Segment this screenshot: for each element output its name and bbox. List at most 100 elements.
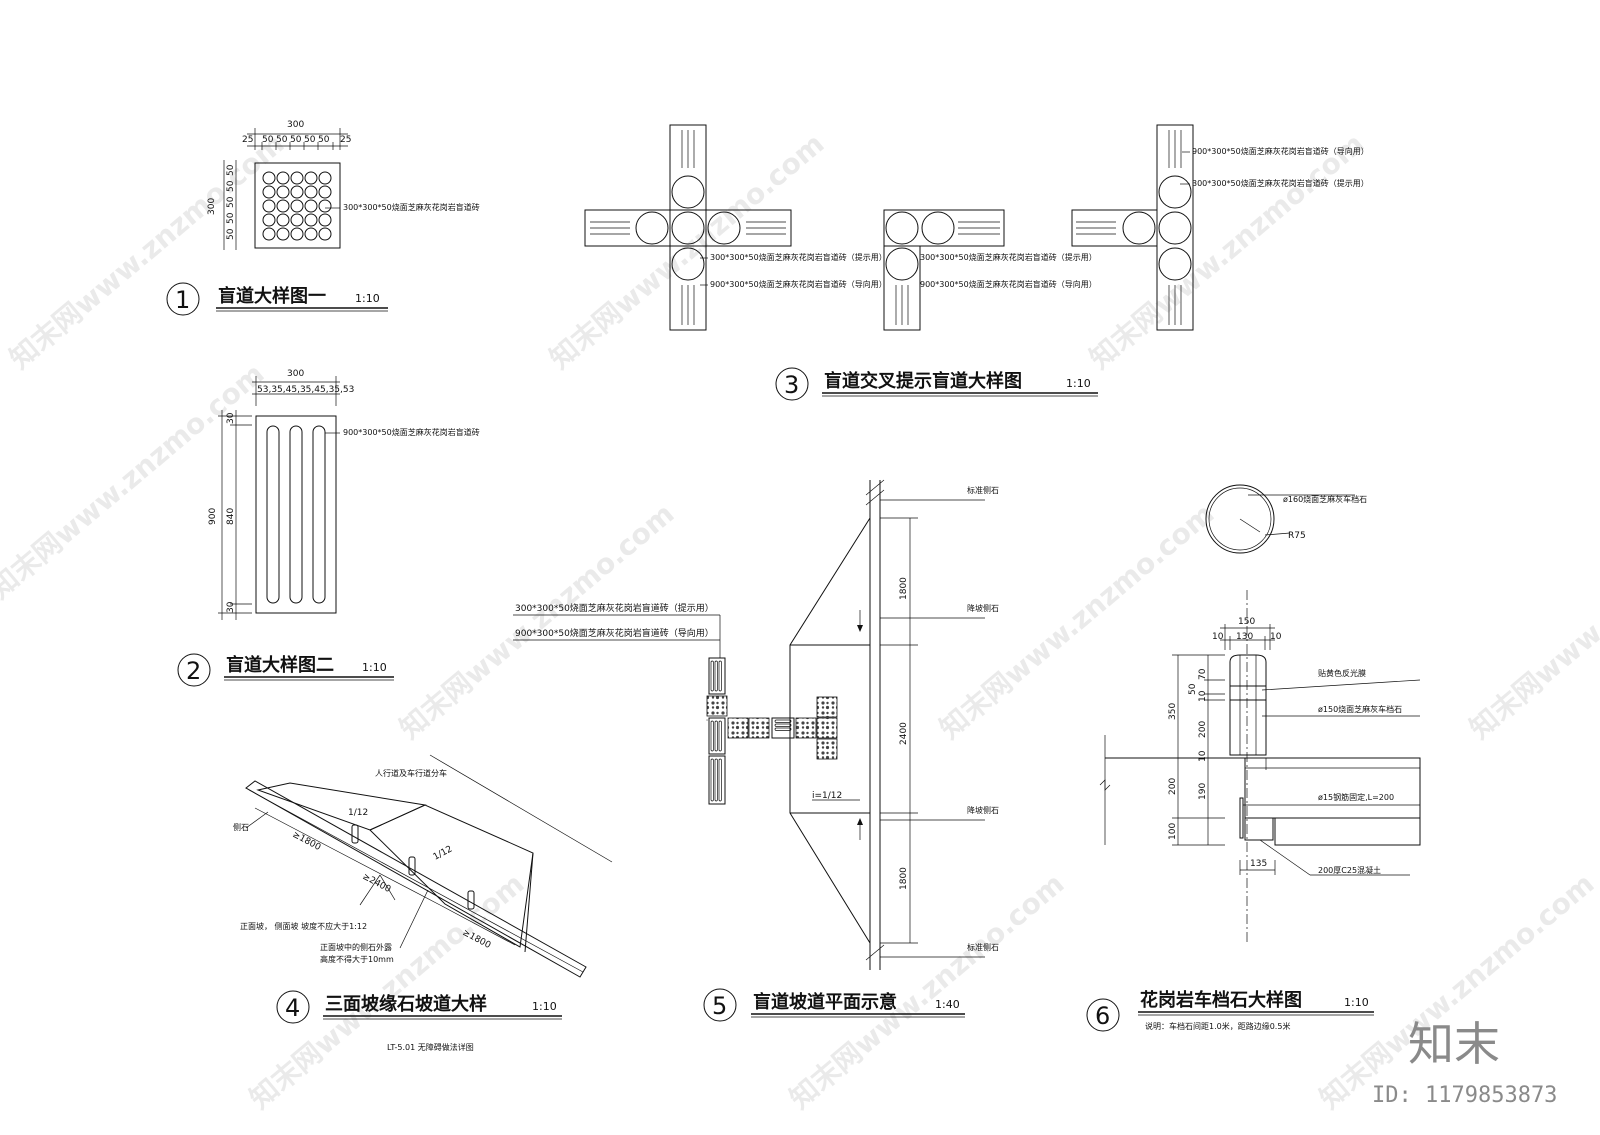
slope-label: 1/12	[348, 808, 368, 818]
dim-height: 10	[1198, 690, 1208, 702]
watermark-text: 知末网www.znzmo.com	[0, 357, 270, 605]
tile-label-guide: 900*300*50烧面芝麻灰花岗岩盲道砖（导向用）	[710, 279, 887, 289]
tile-label-guide: 900*300*50烧面芝麻灰花岗岩盲道砖（导向用）	[1192, 146, 1369, 156]
dim-part: 25	[340, 135, 351, 145]
warning-block	[817, 697, 837, 717]
tactile-dot	[291, 186, 303, 198]
detail-scale: 1:10	[1344, 996, 1369, 1009]
dim-length: 1800	[899, 867, 909, 890]
tactile-dot	[263, 214, 275, 226]
dim-height: 10	[1198, 750, 1208, 762]
tile-label-warning: 300*300*50烧面芝麻灰花岗岩盲道砖（提示用）	[1192, 178, 1369, 188]
tactile-dot	[291, 172, 303, 184]
dim-part: 50	[276, 135, 288, 145]
dim-height: 200	[1198, 721, 1208, 738]
tactile-dot	[319, 228, 331, 240]
bollard-plan-label: ø160烧面芝麻灰车档石	[1283, 494, 1367, 504]
brand-id: ID: 1179853873	[1372, 1083, 1557, 1108]
dim-part: 50	[226, 196, 236, 208]
tactile-dot	[305, 186, 317, 198]
guide-bar	[290, 426, 302, 603]
detail-3: 300*300*50烧面芝麻灰花岗岩盲道砖（提示用） 900*300*50烧面芝…	[585, 125, 1369, 400]
dim-height: 100	[1168, 823, 1178, 840]
label-bollard: ø150烧面芝麻灰车档石	[1318, 704, 1402, 714]
detail-scale: 1:40	[935, 998, 960, 1011]
guide-bar	[711, 661, 713, 691]
label-concrete: 200厚C25混凝土	[1318, 865, 1381, 875]
tactile-dot	[277, 200, 289, 212]
tactile-dot	[263, 172, 275, 184]
detail-title: 盲道大样图一	[218, 285, 326, 307]
guide-bar	[775, 728, 791, 730]
guide-tile	[709, 658, 725, 694]
reflective-band	[1230, 686, 1266, 700]
detail-scale: 1:10	[355, 292, 380, 305]
detail-number: 3	[784, 371, 799, 399]
dim-length: 2400	[899, 722, 909, 745]
dim-height: 350	[1168, 703, 1178, 720]
blind-path-tiles	[707, 658, 837, 804]
dim-height: 190	[1198, 783, 1208, 800]
dim-total-height: 300	[207, 198, 217, 215]
tactile-dot	[263, 200, 275, 212]
label-reflective: 贴黄色反光膜	[1318, 668, 1366, 678]
ramp-note-c: 高度不得大于10mm	[320, 954, 394, 964]
guide-bar	[719, 759, 721, 801]
dim-part: 30	[226, 412, 236, 424]
warning-tile	[255, 163, 340, 248]
tactile-dot	[319, 186, 331, 198]
detail-note: 说明：车档石间距1.0米，距路边缘0.5米	[1145, 1021, 1290, 1031]
watermark-text: 知末网www.znzmo.com	[1463, 497, 1600, 745]
tactile-dot	[291, 200, 303, 212]
dim-width: 130	[1236, 632, 1253, 642]
guide-bar	[715, 661, 717, 691]
tile-label-warning: 300*300*50烧面芝麻灰花岗岩盲道砖（提示用）	[515, 602, 714, 614]
dim-part: 50	[226, 180, 236, 192]
dim-height: 70	[1198, 668, 1208, 680]
watermark-text: 知末网www.znzmo.com	[393, 497, 680, 745]
t-junction	[1072, 125, 1193, 330]
detail-title: 花岗岩车档石大样图	[1140, 989, 1302, 1011]
detail-title: 盲道坡道平面示意	[753, 991, 897, 1013]
tactile-dot	[319, 172, 331, 184]
detail-number: 1	[175, 286, 190, 314]
guide-bar	[711, 759, 713, 801]
ramp-top-note: 人行道及车行道分车	[375, 768, 447, 778]
dim-part: 840	[226, 508, 236, 525]
detail-scale: 1:10	[362, 661, 387, 674]
tactile-dots	[263, 172, 331, 240]
watermark-layer: 知末网www.znzmo.com 知末网www.znzmo.com 知末网www…	[0, 127, 1600, 1115]
dim-length: 1800	[899, 577, 909, 600]
slope-label: i=1/12	[812, 791, 842, 801]
watermark-text: 知末网www.znzmo.com	[1313, 867, 1600, 1115]
subbase	[1275, 818, 1420, 845]
length-label: ≥2400	[361, 872, 393, 895]
tactile-dot	[319, 214, 331, 226]
detail-title: 盲道交叉提示盲道大样图	[824, 370, 1022, 392]
guide-bar	[267, 426, 279, 603]
warning-block	[707, 696, 727, 716]
detail-scale: 1:10	[532, 1000, 557, 1013]
tactile-dot	[277, 228, 289, 240]
curb-label: 标准侧石	[967, 942, 999, 952]
dim-part: 50	[318, 135, 330, 145]
watermark-text: 知末网www.znzmo.com	[1083, 127, 1370, 375]
detail-4: 人行道及车行道分车 1/12 1/12 ≥1800 ≥2400 ≥1800 侧石…	[233, 755, 612, 1052]
curb-label: 侧石	[233, 822, 249, 832]
tile-label: 900*300*50烧面芝麻灰花岗岩盲道砖	[343, 427, 480, 437]
dim-part: 50	[226, 212, 236, 224]
guide-bar	[719, 661, 721, 691]
tactile-dot	[319, 200, 331, 212]
warning-block	[796, 718, 816, 738]
dim-total-width: 300	[287, 120, 304, 130]
curb-label: 标准侧石	[967, 485, 999, 495]
dim-part: 50	[304, 135, 316, 145]
guide-bar	[313, 426, 325, 603]
tactile-dot	[277, 214, 289, 226]
dim-width: 150	[1238, 617, 1255, 627]
radius-label: R75	[1288, 531, 1306, 541]
guide-bar	[719, 721, 721, 751]
dim-part: 50	[262, 135, 274, 145]
